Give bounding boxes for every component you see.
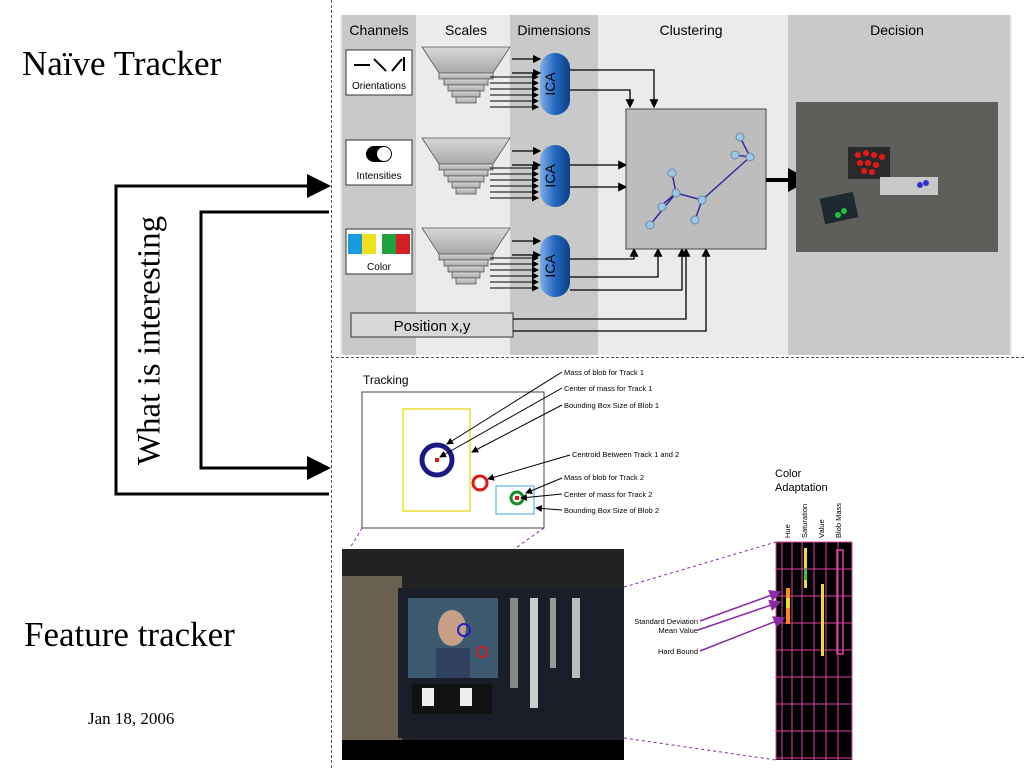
column-value: Value xyxy=(817,519,826,538)
legend-std-dev: Standard Deviation xyxy=(634,617,698,626)
vertical-separator xyxy=(331,0,332,768)
legend-arrows xyxy=(697,589,786,652)
channel-color: Color xyxy=(345,228,413,275)
track1-center-of-mass xyxy=(435,458,439,462)
header-clustering: Clustering xyxy=(659,22,722,38)
decision-objects xyxy=(819,147,938,225)
video-to-grid-links xyxy=(623,541,777,761)
track1-bounding-box xyxy=(402,408,471,512)
column-hue: Hue xyxy=(783,524,792,538)
header-channels: Channels xyxy=(349,22,408,38)
legend-hard-bound: Hard Bound xyxy=(658,647,698,656)
channel-intensities-label: Intensities xyxy=(356,171,401,182)
slide-title-naive-tracker: Naïve Tracker xyxy=(22,44,222,83)
ica-2-label: ICA xyxy=(542,164,558,188)
header-decision: Decision xyxy=(870,22,924,38)
track1-blob-mass xyxy=(419,442,455,478)
legend-mean: Mean Value xyxy=(659,626,698,635)
column-blob-mass: Blob Mass xyxy=(834,503,843,538)
annotation-bbox-blob2: Bounding Box Size of Blob 2 xyxy=(564,506,659,515)
column-saturation: Saturation xyxy=(800,504,809,538)
header-scales: Scales xyxy=(445,22,487,38)
scale-stack-2 xyxy=(421,137,539,202)
scale-stack-1 xyxy=(421,46,539,111)
position-arrows xyxy=(513,247,711,332)
tracking-title: Tracking xyxy=(363,373,409,387)
tracking-annotation-arrows xyxy=(439,371,571,512)
scale-to-ica-arrows xyxy=(512,54,542,260)
ica-to-cluster-arrows xyxy=(570,69,687,291)
annotation-mass-track2: Mass of blob for Track 2 xyxy=(564,473,644,482)
track2-center-of-mass xyxy=(515,496,519,500)
adaptation-bars xyxy=(786,548,844,656)
position-label: Position x,y xyxy=(394,318,471,335)
slide-title-feature-tracker: Feature tracker xyxy=(24,615,235,654)
ica-1: ICA xyxy=(540,53,570,115)
intensities-icon xyxy=(366,146,392,162)
cluster-nodes xyxy=(645,132,755,230)
annotation-mass-track1: Mass of blob for Track 1 xyxy=(564,368,644,377)
centroid-marker xyxy=(471,474,489,492)
annotation-center-track2: Center of mass for Track 2 xyxy=(564,490,652,499)
color-adaptation-title-2: Adaptation xyxy=(775,482,828,494)
color-swatches-icon xyxy=(348,234,410,254)
header-dimensions: Dimensions xyxy=(517,22,590,38)
pipeline-diagram: Channels Scales Dimensions Clustering De… xyxy=(340,15,1012,355)
ica-3: ICA xyxy=(540,235,570,297)
orientations-icon xyxy=(354,57,405,72)
channel-orientations-label: Orientations xyxy=(352,81,406,92)
tracking-and-adaptation: Tracking Mass of blob for Track 1 Center… xyxy=(342,368,853,761)
outer-bracket-arrow xyxy=(114,174,331,496)
position-box xyxy=(350,312,514,338)
horizontal-separator xyxy=(331,357,1024,358)
annotation-centroid: Centroid Between Track 1 and 2 xyxy=(572,450,679,459)
channel-color-label: Color xyxy=(367,262,392,273)
video-contents xyxy=(342,576,624,760)
feedback-bracket-arrows xyxy=(114,174,331,496)
track2-bounding-box xyxy=(495,485,535,515)
slide-date: Jan 18, 2006 xyxy=(88,709,175,728)
channel-intensities: Intensities xyxy=(345,139,413,186)
tracking-to-video-links xyxy=(349,527,545,553)
annotation-center-track1: Center of mass for Track 1 xyxy=(564,384,652,393)
adaptation-grid-lines xyxy=(775,541,853,760)
annotation-bbox-blob1: Bounding Box Size of Blob 1 xyxy=(564,401,659,410)
channel-orientations: Orientations xyxy=(345,49,413,96)
ica-3-label: ICA xyxy=(542,254,558,278)
inner-bracket-arrow xyxy=(199,210,331,480)
color-adaptation-title-1: Color xyxy=(775,468,802,480)
scale-stack-3 xyxy=(421,227,539,292)
ica-2: ICA xyxy=(540,145,570,207)
ica-1-label: ICA xyxy=(542,72,558,96)
